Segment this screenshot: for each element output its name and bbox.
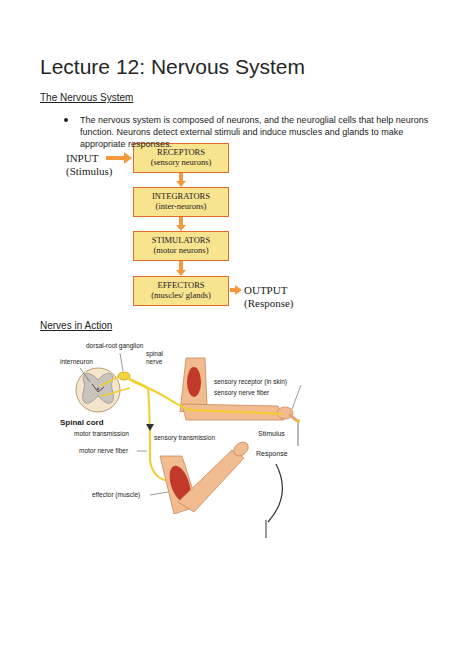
- ventral-root: [102, 388, 130, 396]
- arrow-shaft: [179, 173, 183, 182]
- part-label: Response: [256, 450, 288, 458]
- leader-line: [80, 368, 90, 382]
- sensory-nerve: [148, 388, 282, 414]
- box-heading: INTEGRATORS: [152, 192, 210, 202]
- dorsal-root: [100, 377, 118, 386]
- spinal-nerve-trunk: [129, 379, 148, 388]
- part-label: sensory nerve fiber: [214, 389, 269, 397]
- input-label: INPUT (Stimulus): [66, 152, 118, 178]
- part-label: spinal nerve: [146, 350, 172, 366]
- section-heading: Nerves in Action: [40, 320, 112, 332]
- page-title: Lecture 12: Nervous System: [40, 54, 305, 79]
- response-pin: [265, 520, 266, 538]
- flow-arrow: [176, 217, 186, 231]
- transmission-arrow: [146, 424, 154, 431]
- input-arrow: [106, 156, 125, 160]
- process-box: EFFECTORS(muscles/ glands): [133, 276, 229, 306]
- response-curve: [268, 464, 282, 522]
- bullet-dot: [64, 118, 68, 122]
- part-label: Spinal cord: [60, 418, 104, 428]
- leader-line: [150, 492, 168, 495]
- box-subtext: (sensory neurons): [151, 158, 212, 168]
- finger: [290, 415, 296, 420]
- central-canal: [97, 388, 100, 391]
- flow-arrow: [176, 173, 186, 187]
- spinal-cord: [76, 368, 120, 412]
- hand: [231, 439, 251, 458]
- input-arrowhead: [124, 152, 132, 164]
- box-subtext: (muscles/ glands): [151, 291, 211, 301]
- pin-head: [296, 419, 300, 423]
- leader-line: [120, 353, 123, 371]
- arrow-shaft: [179, 261, 183, 271]
- part-label: interneuron: [60, 358, 93, 366]
- output-label: OUTPUT (Response): [244, 284, 306, 310]
- section-heading: The Nervous System: [40, 92, 133, 104]
- leader-line: [137, 451, 147, 452]
- part-label: dorsal-root ganglion: [86, 342, 143, 350]
- part-label: sensory transmission: [154, 434, 215, 442]
- output-arrowhead: [235, 285, 242, 295]
- box-subtext: (inter-neurons): [156, 202, 207, 212]
- leader-line: [292, 385, 301, 409]
- box-heading: RECEPTORS: [157, 148, 205, 158]
- part-label: Stimulus: [258, 430, 285, 438]
- process-box: INTEGRATORS(inter-neurons): [133, 187, 229, 217]
- box-subtext: (motor neurons): [153, 246, 208, 256]
- process-box: STIMULATORS(motor neurons): [133, 231, 229, 261]
- arrow-shaft: [179, 217, 183, 226]
- flow-arrow: [176, 261, 186, 276]
- box-heading: EFFECTORS: [157, 281, 204, 291]
- forearm: [178, 450, 244, 512]
- part-label: effector (muscle): [92, 491, 140, 499]
- stimulus-pin: [297, 421, 298, 446]
- arm-muscle: [187, 367, 201, 397]
- box-heading: STIMULATORS: [152, 236, 210, 246]
- ganglion: [118, 372, 130, 380]
- part-label: motor transmission: [74, 430, 129, 438]
- body-text: The nervous system is composed of neuron…: [80, 114, 448, 150]
- part-label: sensory receptor (in skin): [214, 378, 287, 386]
- part-label: motor nerve fiber: [79, 447, 128, 455]
- interneuron-cell: [92, 384, 104, 392]
